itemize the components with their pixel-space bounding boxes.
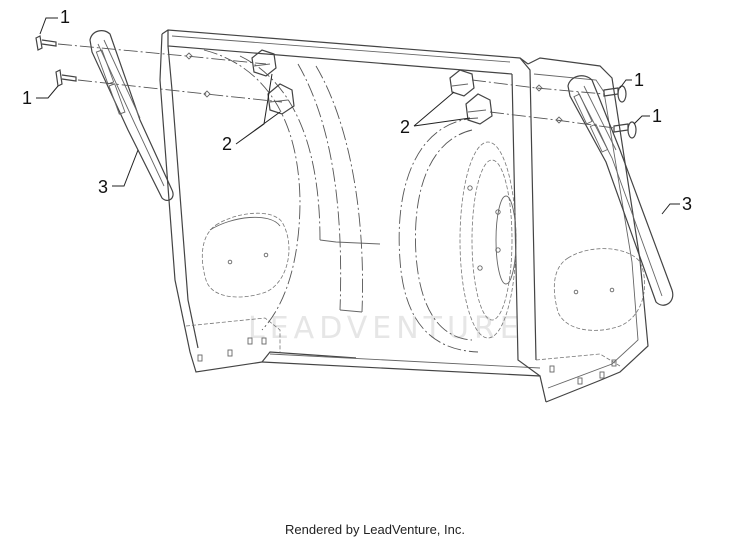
carriage-bolt-left-upper [35, 35, 57, 51]
callout-2-left: 2 [222, 134, 232, 154]
hex-nut-right-upper [449, 69, 475, 97]
hex-nut-left-lower [267, 83, 295, 115]
callout-1-left-lower: 1 [22, 88, 32, 108]
callout-1-right-lower: 1 [652, 106, 662, 126]
auger-housing [159, 29, 649, 403]
leader-1-right-lower [633, 115, 650, 125]
right-impeller-drum [398, 117, 517, 353]
leader-2-right [413, 91, 471, 127]
leader-3-right [661, 203, 680, 215]
carriage-bolt-right-lower [613, 121, 637, 139]
right-skid-shoe [567, 75, 674, 306]
leader-1-right-upper [619, 79, 632, 89]
callout-3-right: 3 [682, 194, 692, 214]
callout-1-right-upper: 1 [634, 70, 644, 90]
hex-nut-left-upper [251, 49, 277, 77]
callout-3-left: 3 [98, 177, 108, 197]
right-side-opening [553, 248, 646, 331]
callout-2-right: 2 [400, 117, 410, 137]
left-skid-shoe [89, 30, 174, 202]
left-auger-chamber [197, 49, 381, 362]
leader-1-left-lower [36, 85, 59, 99]
hex-nut-right-lower [465, 93, 493, 125]
watermark-text: LEADVENTURE [248, 311, 524, 346]
carriage-bolt-left-lower [55, 69, 77, 87]
callout-1-left-upper: 1 [60, 7, 70, 27]
leader-2-left [235, 73, 281, 145]
leader-3-left [112, 149, 139, 187]
bolt-centerlines [57, 43, 615, 129]
leader-1-left-upper [39, 17, 58, 35]
footer-credit: Rendered by LeadVenture, Inc. [285, 522, 465, 537]
